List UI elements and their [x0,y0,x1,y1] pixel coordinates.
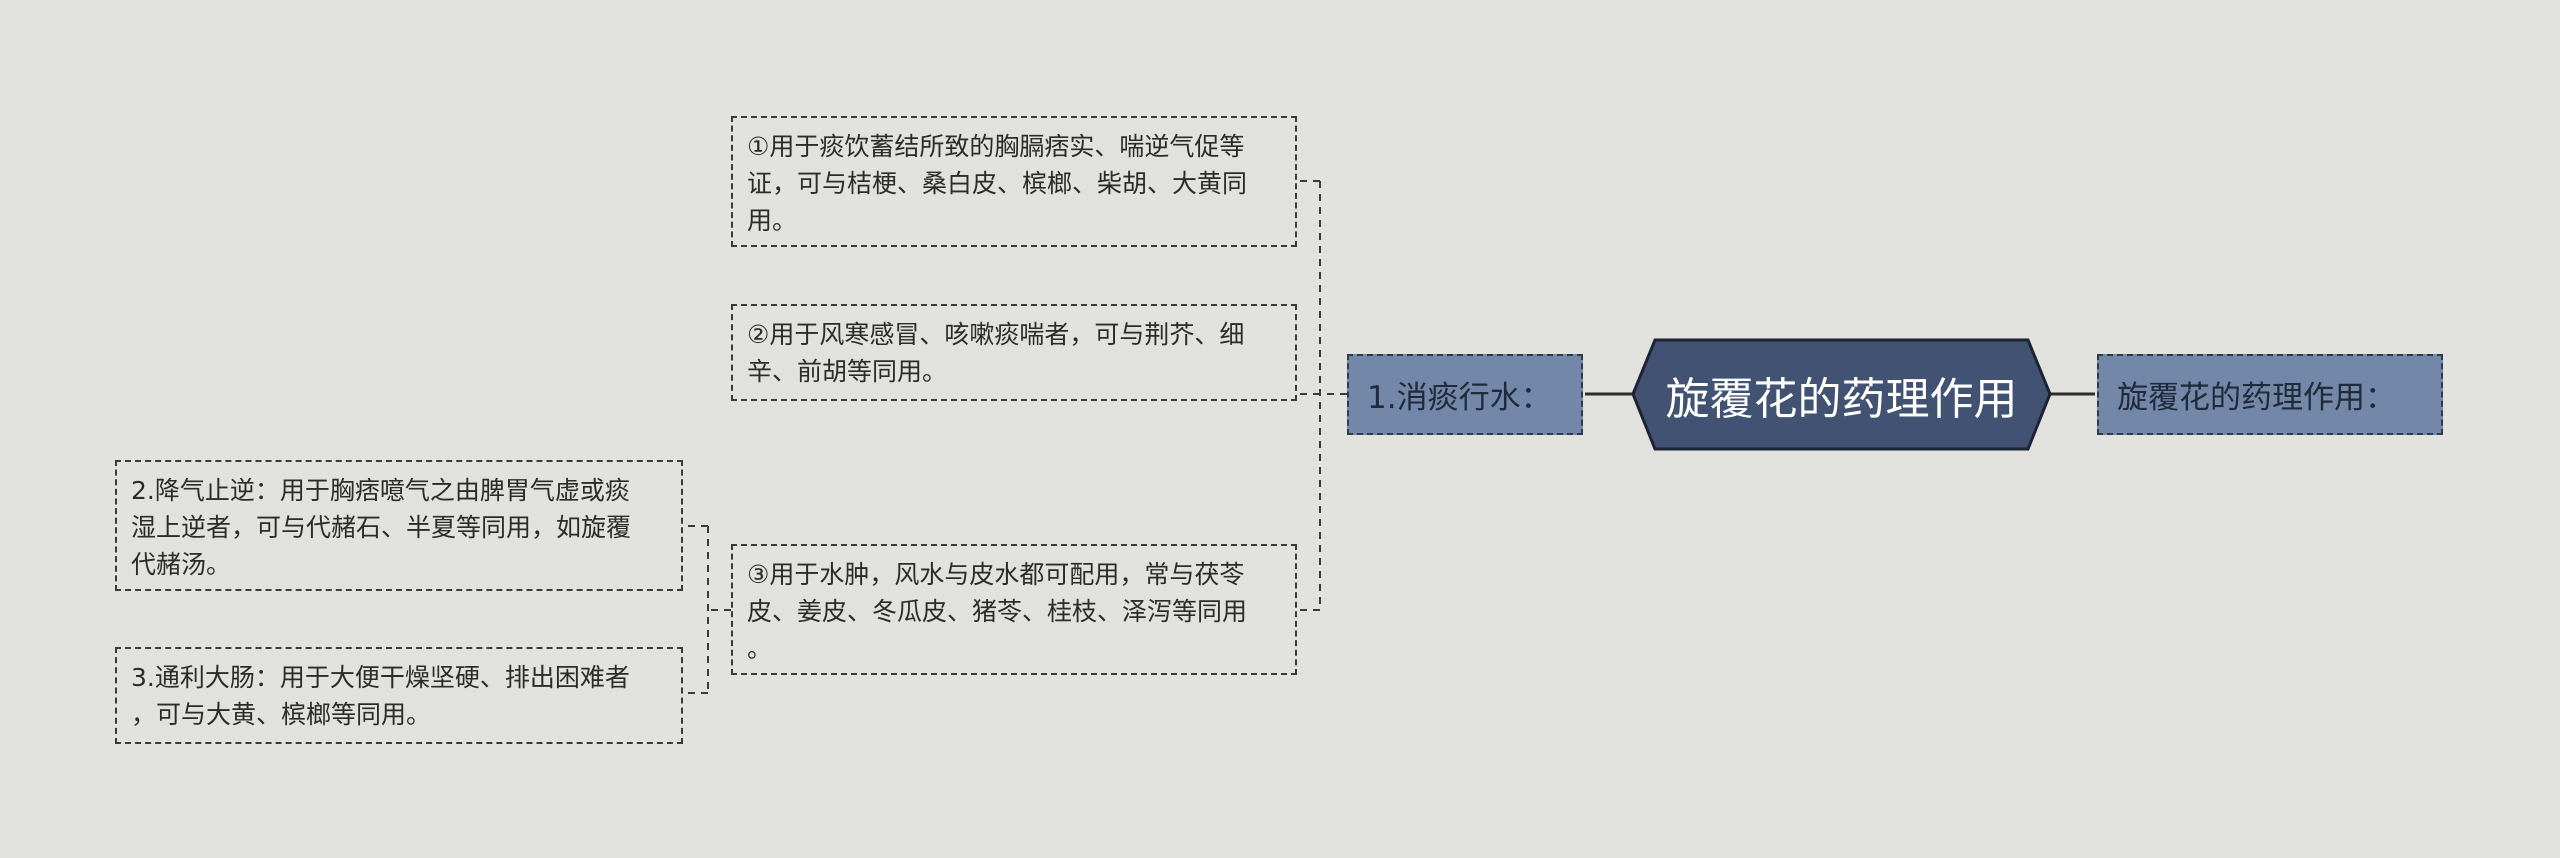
use-item-3[interactable]: ③用于水肿，风水与皮水都可配用，常与茯苓 皮、姜皮、冬瓜皮、猪苓、桂枝、泽泻等同… [731,544,1297,675]
side-item-descend-qi[interactable]: 2.降气止逆：用于胸痞噫气之由脾胃气虚或痰 湿上逆者，可与代赭石、半夏等同用，如… [115,460,683,591]
right-topic[interactable]: 旋覆花的药理作用： [2097,354,2443,435]
use-item-1[interactable]: ①用于痰饮蓄结所致的胸膈痞实、喘逆气促等 证，可与桔梗、桑白皮、槟榔、柴胡、大黄… [731,116,1297,247]
main-topic-disperse-phlegm[interactable]: 1.消痰行水： [1347,354,1583,435]
use-item-2[interactable]: ②用于风寒感冒、咳嗽痰喘者，可与荆芥、细 辛、前胡等同用。 [731,304,1297,401]
side-item-relieve-bowels[interactable]: 3.通利大肠：用于大便干燥坚硬、排出困难者 ，可与大黄、槟榔等同用。 [115,647,683,744]
central-topic[interactable]: 旋覆花的药理作用 [1665,373,2018,425]
connector-side-items [683,525,731,694]
connector-main-trunk [1319,181,1347,610]
central-node-shape [1631,338,2052,451]
